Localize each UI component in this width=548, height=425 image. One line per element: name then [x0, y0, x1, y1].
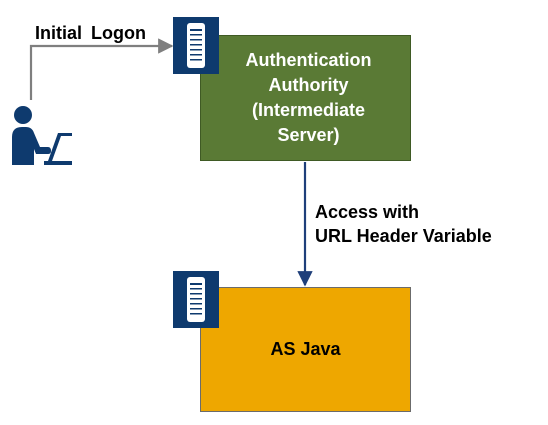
authentication-authority-label: Authentication Authority (Intermediate S…: [245, 50, 372, 145]
user-at-laptop-icon: [12, 106, 72, 165]
initial-logon-label: Initial Logon: [35, 23, 146, 43]
server-icon: [173, 17, 219, 74]
as-java-label: AS Java: [270, 339, 341, 359]
as-java-box: AS Java: [200, 287, 411, 412]
access-url-header-label: Access with URL Header Variable: [315, 202, 492, 246]
server-icon: [173, 271, 219, 328]
logon-connector: [29, 38, 174, 100]
authentication-authority-box: Authentication Authority (Intermediate S…: [200, 35, 411, 161]
